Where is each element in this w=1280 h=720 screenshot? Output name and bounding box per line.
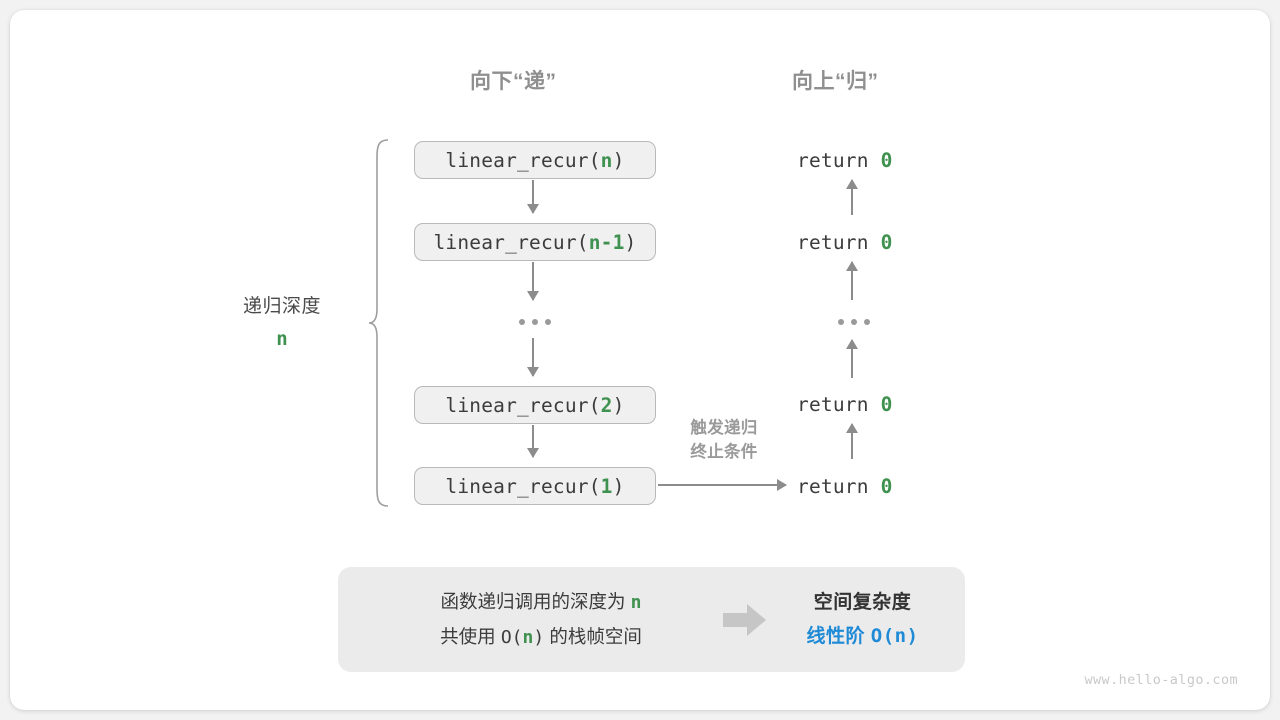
dot-icon — [519, 319, 525, 325]
call-box-text: linear_recur( — [433, 230, 589, 254]
return-statement-4: return 0 — [797, 475, 893, 498]
call-box-text: linear_recur( — [445, 393, 601, 417]
complexity-order-label: 线性阶 — [806, 625, 871, 647]
return-statement-1: return 0 — [797, 149, 893, 172]
return-statement-2: return 0 — [797, 231, 893, 254]
dot-icon — [851, 319, 857, 325]
summary-line-2: 共使用 O(n) 的栈帧空间 — [366, 620, 716, 654]
summary-conclusion: 空间复杂度 线性阶 O(n) — [774, 586, 965, 653]
arrow-down-icon — [532, 180, 535, 213]
diagram-card: 向下“递” 向上“归” 递归深度 n linear_recur(n) linea… — [10, 10, 1270, 710]
recursion-depth-value: n — [276, 328, 288, 350]
right-arrow-icon — [716, 603, 774, 637]
call-box-n-minus-1: linear_recur(n-1) — [414, 223, 656, 261]
complexity-title: 空间复杂度 — [813, 592, 912, 614]
arrow-up-icon — [851, 424, 854, 459]
call-box-suffix: ) — [612, 474, 625, 498]
arrow-down-icon — [532, 338, 535, 376]
arrow-up-icon — [851, 180, 854, 215]
summary-description: 函数递归调用的深度为 n 共使用 O(n) 的栈帧空间 — [338, 585, 716, 654]
return-value: 0 — [880, 475, 893, 498]
watermark: www.hello-algo.com — [1084, 672, 1238, 688]
complexity-value: 线性阶 O(n) — [774, 620, 951, 653]
return-value: 0 — [880, 231, 893, 254]
arrow-down-icon — [532, 425, 535, 457]
call-box-suffix: ) — [612, 393, 625, 417]
return-keyword: return — [797, 475, 881, 498]
summary-line-2-text: 共使用 — [440, 625, 501, 647]
arrow-up-icon — [851, 262, 854, 300]
call-box-text: linear_recur( — [445, 474, 601, 498]
call-box-arg: n — [600, 148, 613, 172]
call-box-1: linear_recur(1) — [414, 467, 656, 505]
column-header-descend: 向下“递” — [470, 70, 557, 93]
termination-note-line-2: 终止条件 — [690, 442, 758, 461]
termination-condition-note: 触发递归 终止条件 — [664, 417, 784, 465]
arrow-up-icon — [851, 340, 854, 378]
return-value: 0 — [880, 149, 893, 172]
call-box-arg: n-1 — [588, 230, 625, 254]
return-keyword: return — [797, 149, 881, 172]
call-box-suffix: ) — [624, 230, 637, 254]
call-box-n: linear_recur(n) — [414, 141, 656, 179]
return-keyword: return — [797, 393, 881, 416]
call-box-2: linear_recur(2) — [414, 386, 656, 424]
arrow-right-icon — [658, 484, 786, 487]
call-box-suffix: ) — [612, 148, 625, 172]
column-header-ascend: 向上“归” — [792, 70, 879, 93]
summary-line-1-var: n — [630, 592, 642, 614]
return-value: 0 — [880, 393, 893, 416]
return-statement-3: return 0 — [797, 393, 893, 416]
summary-line-2-close: ) — [533, 626, 545, 648]
termination-note-line-1: 触发递归 — [690, 419, 758, 437]
call-box-arg: 2 — [600, 393, 613, 417]
dot-icon — [532, 319, 538, 325]
summary-line-1: 函数递归调用的深度为 n — [366, 585, 716, 619]
arrow-down-icon — [532, 262, 535, 300]
dot-icon — [838, 319, 844, 325]
ellipsis-right — [838, 319, 870, 325]
dot-icon — [545, 319, 551, 325]
return-keyword: return — [797, 231, 881, 254]
summary-line-2-tail: 的栈帧空间 — [544, 625, 642, 647]
summary-line-1-text: 函数递归调用的深度为 — [440, 591, 631, 613]
dot-icon — [864, 319, 870, 325]
summary-line-2-open: O( — [500, 626, 523, 648]
call-box-text: linear_recur( — [445, 148, 601, 172]
summary-panel: 函数递归调用的深度为 n 共使用 O(n) 的栈帧空间 空间复杂度 线性阶 O(… — [338, 567, 965, 672]
recursion-depth-brace — [368, 139, 389, 507]
ellipsis-left — [519, 319, 551, 325]
complexity-notation: O(n) — [870, 624, 919, 647]
summary-line-2-var: n — [522, 626, 534, 648]
call-box-arg: 1 — [600, 474, 613, 498]
recursion-depth-label: 递归深度 — [242, 296, 321, 317]
